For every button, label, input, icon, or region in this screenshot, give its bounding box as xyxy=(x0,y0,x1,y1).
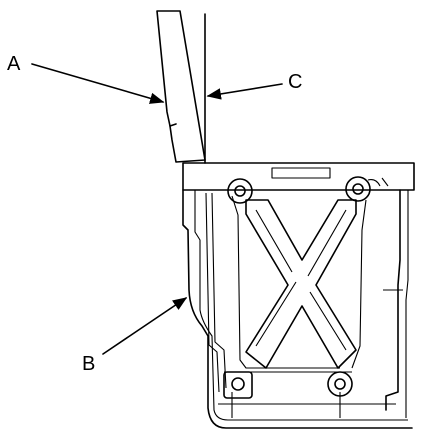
bolt-boss-bottom-left xyxy=(223,371,253,399)
callout-c: C xyxy=(288,71,302,93)
leader-line-a xyxy=(31,63,165,104)
bolt-boss-top-right xyxy=(345,176,381,202)
straightedge-tool xyxy=(156,10,206,163)
bolt-boss-top-left xyxy=(227,178,253,204)
leader-line-b xyxy=(102,297,188,355)
leader-line-c xyxy=(206,83,283,100)
callout-b: B xyxy=(82,353,95,375)
bolt-boss-bottom-right xyxy=(327,371,353,397)
case-housing xyxy=(182,162,415,429)
callout-a: A xyxy=(7,53,21,75)
cross-ribs xyxy=(245,199,357,369)
